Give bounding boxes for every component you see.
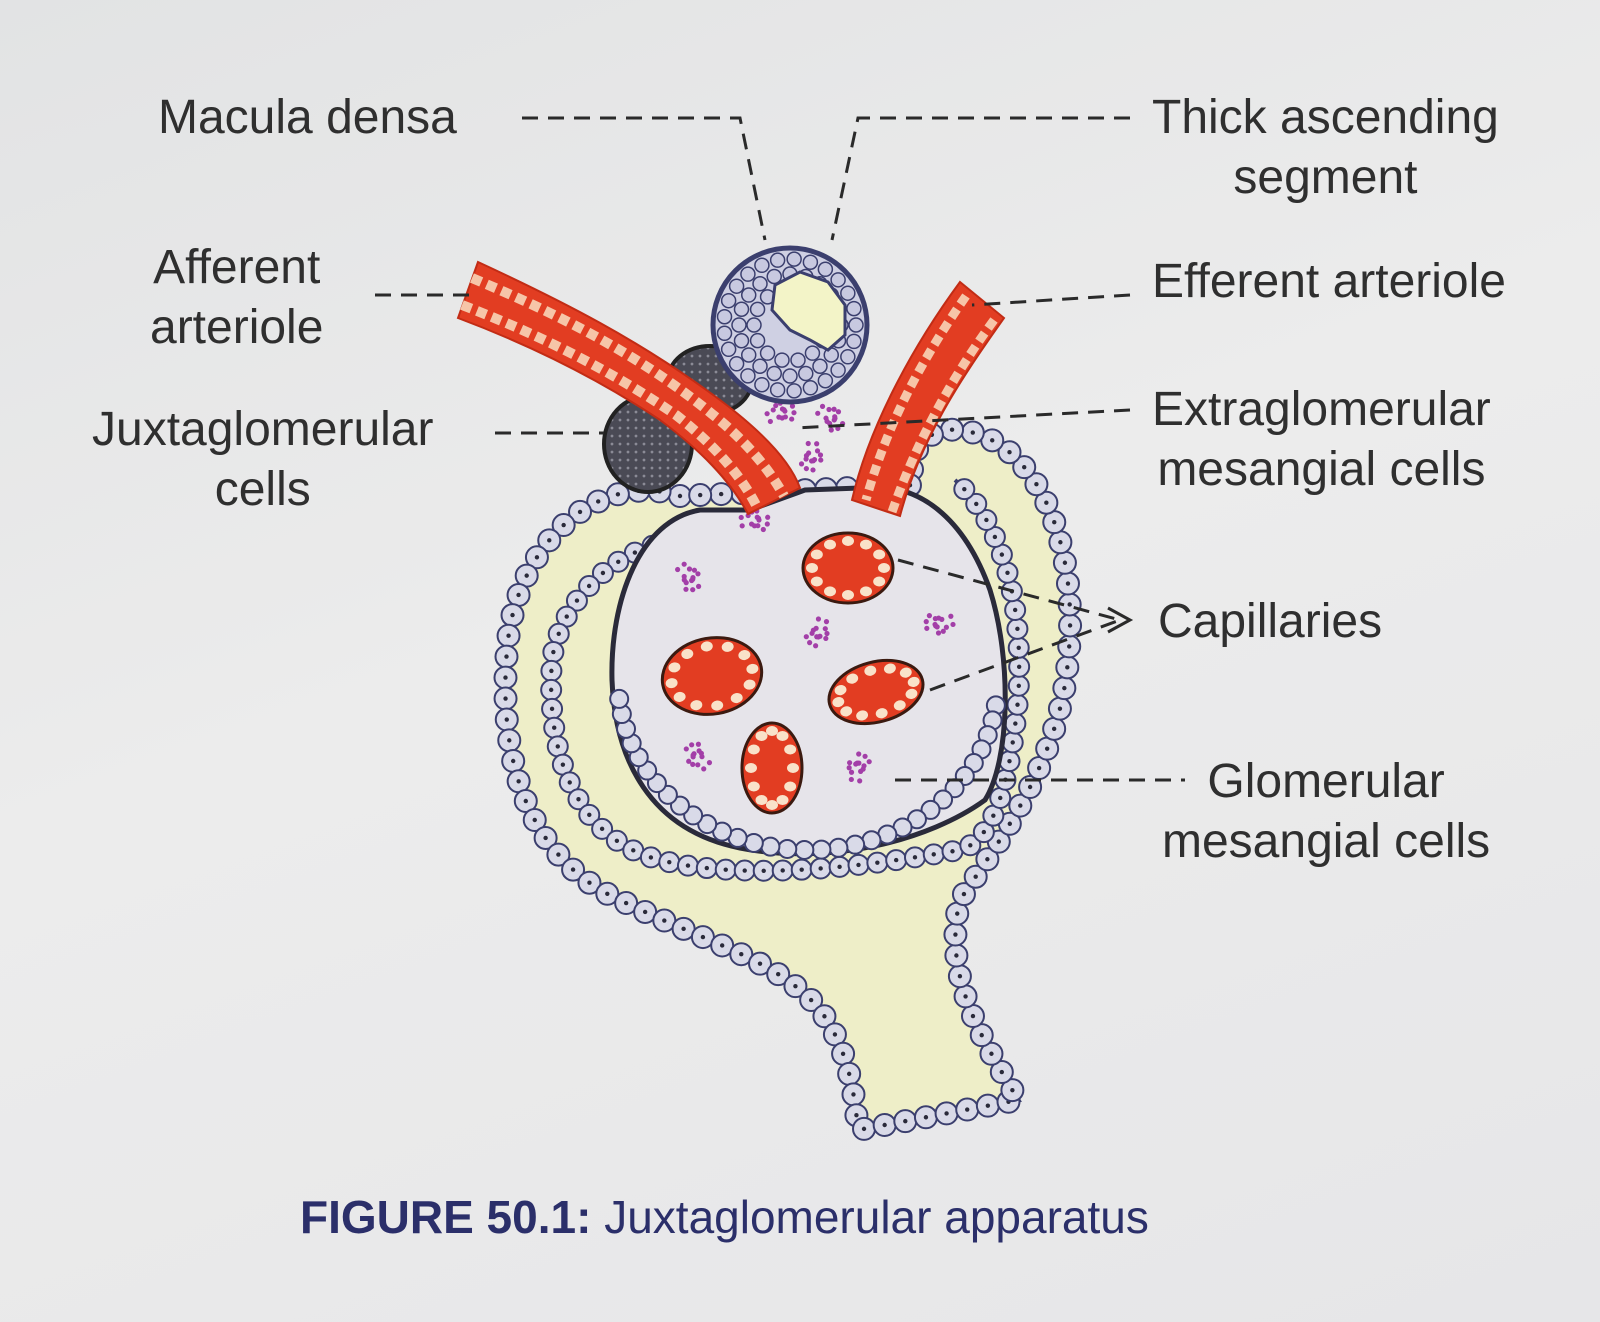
- leader-capillaries-2: [929, 618, 1121, 692]
- tubule-cell: [846, 300, 862, 317]
- label-macula-densa: Macula densa: [158, 91, 457, 144]
- mesangial-cell-cluster: [803, 616, 830, 649]
- tubule-cell: [740, 287, 757, 303]
- leader-extraglomerular: [794, 408, 1131, 430]
- figure-title: Juxtaglomerular apparatus: [604, 1191, 1149, 1243]
- efferent-arteriole: [850, 280, 1006, 518]
- tubule-cell: [759, 345, 776, 361]
- tubule-cell: [817, 261, 834, 278]
- label-efferent-arteriole: Efferent arteriole: [1152, 255, 1506, 308]
- tubule-cell: [802, 380, 819, 396]
- mesangial-cell-cluster: [683, 741, 713, 772]
- leader-efferent: [971, 293, 1131, 307]
- tubule-cell: [804, 345, 821, 361]
- glomerular-cell: [777, 838, 798, 859]
- tubule-cell: [812, 358, 828, 375]
- tubule-cell: [728, 278, 745, 294]
- glomerular-cell: [845, 834, 866, 855]
- tubule-cell: [740, 368, 756, 384]
- leader-thick-ascending: [830, 116, 1130, 241]
- glomerular-cell: [760, 836, 781, 857]
- glomerular-cell: [683, 805, 704, 826]
- tubule-cell: [786, 383, 802, 399]
- tubule-cell: [830, 272, 846, 288]
- glomerular-cell: [920, 799, 941, 820]
- tubule-cell: [848, 317, 864, 333]
- tubule-cell: [749, 332, 766, 349]
- tubule-cell: [720, 341, 737, 358]
- tubule-cell: [746, 317, 762, 333]
- tubule-cell: [731, 317, 747, 333]
- tubule-cell: [766, 365, 782, 382]
- tubule-cell: [720, 292, 737, 309]
- tubule-cell: [798, 365, 814, 382]
- capillaries-arrowhead: [1107, 606, 1134, 634]
- capillary: [827, 658, 925, 726]
- leader-lines: [375, 116, 1185, 782]
- tubule-cell: [754, 376, 770, 393]
- mesangial-cell-cluster: [815, 403, 846, 433]
- tubule-cell: [733, 333, 750, 349]
- capillary: [740, 721, 804, 815]
- capillary: [801, 531, 895, 605]
- label-thick-ascending-segment: Thick ascending segment: [1152, 91, 1499, 204]
- tubule-cell: [782, 368, 798, 384]
- mesangial-cell-cluster: [798, 440, 824, 473]
- tubule-cell: [716, 325, 733, 342]
- glomerular-cell: [697, 814, 718, 835]
- tubule-cell: [749, 301, 766, 318]
- tubule-cell: [766, 268, 782, 285]
- tubule-cell: [752, 358, 768, 375]
- mesangial-cell-cluster: [923, 613, 956, 636]
- label-glomerular-mesangial-cells: Glomerular mesangial cells: [1162, 755, 1491, 868]
- tubule-cell: [769, 382, 786, 398]
- glomerular-cell: [609, 688, 630, 709]
- tubule-cell: [752, 275, 768, 292]
- tubule-cell: [786, 251, 802, 267]
- tubule-cell: [740, 266, 756, 282]
- afferent-arteriole: [456, 260, 802, 516]
- label-capillaries: Capillaries: [1158, 595, 1383, 648]
- capillaries: [660, 531, 925, 815]
- figure-caption: FIGURE 50.1: Juxtaglomerular apparatus: [300, 1190, 1149, 1244]
- tubule-cell: [754, 257, 770, 274]
- glomerular-cell: [861, 830, 882, 851]
- tubule-cell: [840, 349, 856, 365]
- tubule-cell: [740, 347, 757, 363]
- glomerulus-epithelium: [609, 688, 1006, 860]
- tubule-cell: [733, 301, 750, 317]
- label-extraglomerular-mesangial-cells: Extraglomerular mesangial cells: [1152, 383, 1491, 496]
- capillary: [660, 636, 764, 716]
- label-afferent-arteriole: Afferent arteriole: [150, 241, 324, 354]
- tubule-cell: [716, 308, 733, 325]
- glomerular-cell: [811, 839, 832, 860]
- tubule-cell: [790, 352, 806, 368]
- tubule-cell: [840, 285, 856, 301]
- tubule-cell: [728, 356, 745, 372]
- tubule-cell: [830, 362, 846, 378]
- tubule-cell: [769, 252, 786, 268]
- glomerular-cell: [828, 837, 849, 858]
- label-juxtaglomerular-cells: Juxtaglomerular cells: [92, 403, 434, 516]
- tubule-cell: [817, 372, 834, 389]
- glomerular-cell: [794, 839, 815, 860]
- tubule-cell: [774, 352, 790, 368]
- mesangial-cells: [675, 400, 956, 784]
- tubule-cell: [802, 254, 819, 270]
- mesangial-cell-cluster: [675, 561, 702, 593]
- thick-ascending-segment: [710, 245, 870, 405]
- leader-capillaries-1: [897, 558, 1121, 622]
- tubule-lumen: [770, 270, 847, 352]
- mesangial-cell-cluster: [846, 751, 872, 784]
- tubule-cell: [846, 333, 862, 350]
- figure-number: FIGURE 50.1:: [300, 1191, 592, 1243]
- leader-macula-densa: [522, 116, 767, 241]
